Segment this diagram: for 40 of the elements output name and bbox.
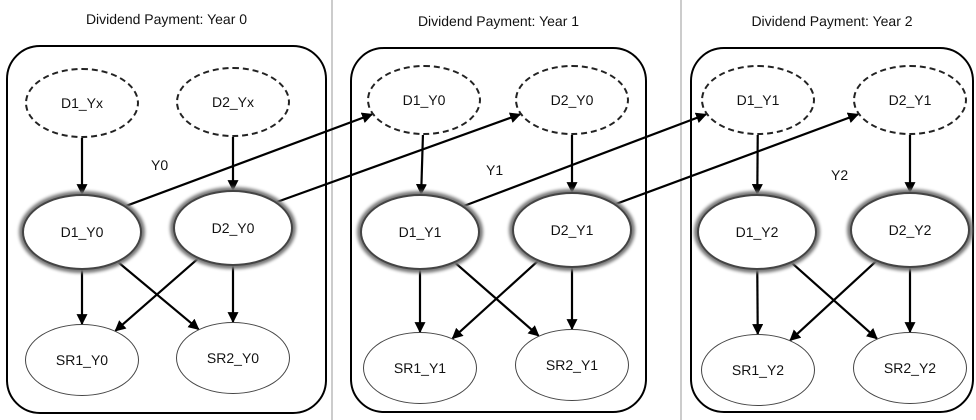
ellipse-node: SR1_Y0 (25, 324, 139, 396)
arrow (752, 135, 763, 196)
ellipse-node: SR2_Y0 (176, 322, 290, 394)
shaded-ellipse-node: D1_Y2 (697, 194, 817, 270)
panel-title: Dividend Payment: Year 1 (416, 13, 580, 29)
panel-title: Dividend Payment: Year 2 (750, 13, 914, 29)
arrow (463, 112, 708, 208)
ellipse-node: SR2_Y2 (853, 332, 967, 404)
arrow (414, 270, 426, 334)
dashed-ellipse-node: D2_Y0 (515, 65, 629, 135)
shaded-ellipse-node: D2_Y1 (512, 192, 632, 268)
arrow (904, 135, 916, 194)
arrow (566, 135, 578, 194)
year-label: Y2 (831, 167, 848, 183)
dashed-ellipse-node: D1_Y1 (701, 65, 815, 135)
arrow (566, 268, 578, 330)
shaded-ellipse-node: D1_Y1 (360, 194, 480, 270)
year-label: Y0 (151, 157, 168, 173)
panel-title: Dividend Payment: Year 0 (84, 11, 248, 27)
shaded-ellipse-node: D2_Y2 (850, 192, 970, 268)
dashed-ellipse-node: D1_Y0 (367, 65, 481, 135)
ellipse-node: SR2_Y1 (515, 329, 629, 401)
shaded-ellipse-node: D2_Y0 (173, 190, 293, 266)
arrow (752, 270, 764, 336)
year-label: Y1 (486, 162, 504, 178)
arrow (76, 138, 88, 196)
ellipse-node: SR1_Y1 (363, 332, 477, 404)
dashed-ellipse-node: D2_Y1 (853, 65, 967, 135)
arrow (228, 137, 238, 192)
arrow (276, 112, 522, 204)
ellipse-node: SR1_Y2 (701, 334, 815, 406)
arrow (904, 268, 916, 334)
dashed-ellipse-node: D1_Yx (25, 68, 139, 138)
arrow (416, 134, 427, 196)
arrow (76, 270, 88, 326)
arrow (125, 112, 374, 208)
dashed-ellipse-node: D2_Yx (176, 67, 290, 137)
arrow (615, 112, 860, 206)
arrow (228, 266, 238, 324)
shaded-ellipse-node: D1_Y0 (22, 194, 142, 270)
